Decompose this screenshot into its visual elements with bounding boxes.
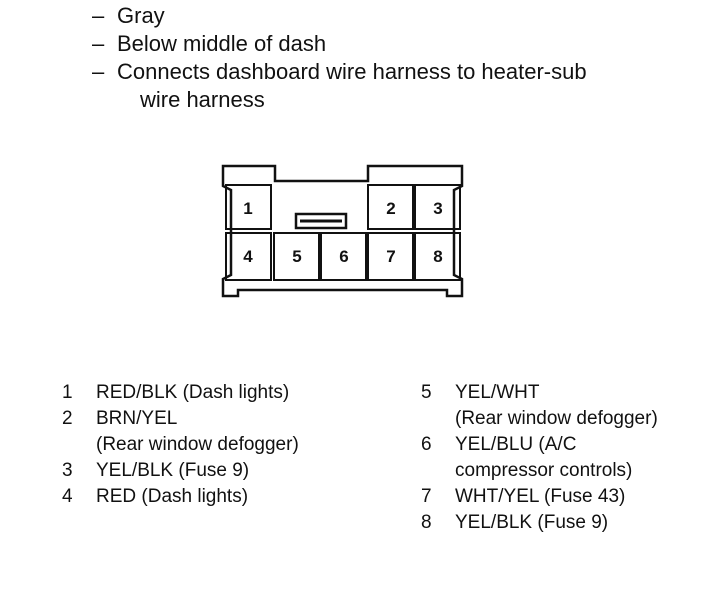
connector-housing <box>221 164 464 298</box>
legend-pin-number: 1 <box>62 382 73 403</box>
description-line-color: – Gray <box>92 2 587 30</box>
legend-pin-number: 3 <box>62 460 73 481</box>
legend-entry-1: 1 RED/BLK (Dash lights) <box>62 380 299 406</box>
pin-number-6: 6 <box>339 247 348 266</box>
pin-cavity-3 <box>414 184 461 230</box>
pin-cavity-5 <box>273 232 320 281</box>
legend-wire-description: YEL/BLU (A/C <box>455 434 577 455</box>
legend-entry-6: 6 YEL/BLU (A/C <box>421 432 658 458</box>
pin-number-1: 1 <box>243 199 252 218</box>
legend-pin-number: 7 <box>421 486 432 507</box>
pin-cavity-2 <box>367 184 414 230</box>
pin-number-2: 2 <box>386 199 395 218</box>
legend-entry-2-continued: (Rear window defogger) <box>62 432 299 458</box>
legend-wire-description: RED/BLK (Dash lights) <box>96 382 290 403</box>
pin-cavity-8 <box>414 232 461 281</box>
legend-wire-description: YEL/BLK (Fuse 9) <box>455 512 609 533</box>
legend-pin-number: 4 <box>62 486 73 507</box>
pin-cavity-1 <box>225 184 272 230</box>
connector-color: Gray <box>117 3 165 28</box>
bullet-dash: – <box>92 31 105 56</box>
legend-entry-7: 7 WHT/YEL (Fuse 43) <box>421 484 658 510</box>
legend-pin-number: 5 <box>421 382 432 403</box>
pin-legend-left: 1 RED/BLK (Dash lights) 2 BRN/YEL (Rear … <box>62 380 299 510</box>
legend-wire-description: BRN/YEL <box>96 408 178 429</box>
legend-entry-2: 2 BRN/YEL <box>62 406 299 432</box>
pin-cavities <box>225 184 461 281</box>
pin-cavity-6 <box>320 232 367 281</box>
connector-function-continued: wire harness <box>140 87 265 112</box>
connector-function: Connects dashboard wire harness to heate… <box>117 59 587 84</box>
legend-entry-4: 4 RED (Dash lights) <box>62 484 299 510</box>
legend-pin-number: 8 <box>421 512 432 533</box>
pin-number-5: 5 <box>292 247 301 266</box>
connector-description: – Gray – Below middle of dash – Connects… <box>92 2 587 114</box>
legend-entry-8: 8 YEL/BLK (Fuse 9) <box>421 510 658 536</box>
bullet-dash: – <box>92 59 105 84</box>
legend-wire-function: (Rear window defogger) <box>96 434 299 455</box>
locking-tab <box>294 212 348 230</box>
pin-cavity-4 <box>225 232 272 281</box>
pin-number-8: 8 <box>433 247 442 266</box>
description-line-function-continued: wire harness <box>92 86 587 114</box>
pin-cavity-7 <box>367 232 414 281</box>
legend-wire-function: (Rear window defogger) <box>455 408 658 429</box>
legend-pin-number: 6 <box>421 434 432 455</box>
pin-legend-right: 5 YEL/WHT (Rear window defogger) 6 YEL/B… <box>421 380 658 536</box>
legend-entry-3: 3 YEL/BLK (Fuse 9) <box>62 458 299 484</box>
pin-number-3: 3 <box>433 199 442 218</box>
legend-wire-description: WHT/YEL (Fuse 43) <box>455 486 626 507</box>
bullet-dash: – <box>92 3 105 28</box>
description-line-location: – Below middle of dash <box>92 30 587 58</box>
pin-number-7: 7 <box>386 247 395 266</box>
connector-location: Below middle of dash <box>117 31 327 56</box>
legend-pin-number: 2 <box>62 408 73 429</box>
pin-number-4: 4 <box>243 247 253 266</box>
legend-wire-description: RED (Dash lights) <box>96 486 249 507</box>
description-line-function: – Connects dashboard wire harness to hea… <box>92 58 587 86</box>
legend-wire-function: compressor controls) <box>455 460 633 481</box>
legend-entry-5-continued: (Rear window defogger) <box>421 406 658 432</box>
legend-entry-6-continued: compressor controls) <box>421 458 658 484</box>
legend-wire-description: YEL/BLK (Fuse 9) <box>96 460 250 481</box>
legend-entry-5: 5 YEL/WHT <box>421 380 658 406</box>
legend-wire-description: YEL/WHT <box>455 382 540 403</box>
